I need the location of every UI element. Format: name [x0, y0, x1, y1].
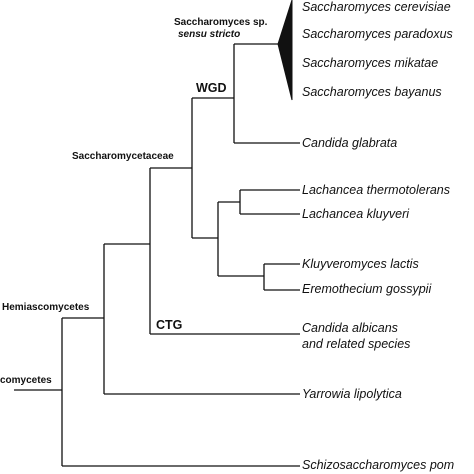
clade-triangle-sensu-stricto — [277, 0, 293, 101]
clade-label-ascomycetes: comycetes — [0, 375, 52, 386]
taxon-l-thermotolerans: Lachancea thermotolerans — [302, 183, 451, 197]
taxon-s-pombe: Schizosaccharomyces pom — [302, 458, 455, 472]
taxon-c-albicans: Candida albicans — [302, 321, 398, 335]
clade-label-ctg: CTG — [156, 318, 183, 332]
taxon-l-kluyveri: Lachancea kluyveri — [302, 207, 410, 221]
taxon-k-lactis: Kluyveromyces lactis — [302, 257, 419, 271]
clade-label-wgd: WGD — [196, 81, 227, 95]
taxon-s-bayanus: Saccharomyces bayanus — [302, 85, 442, 99]
taxon-c-glabrata: Candida glabrata — [302, 136, 398, 150]
taxon-s-paradoxus: Saccharomyces paradoxus — [302, 27, 453, 41]
taxon-e-gossypii: Eremothecium gossypii — [302, 282, 432, 296]
taxon-s-cerevisiae: Saccharomyces cerevisiae — [302, 0, 451, 14]
taxon-y-lipolytica: Yarrowia lipolytica — [302, 387, 402, 401]
clade-label-sensu-stricto-italic: sensu stricto — [178, 29, 241, 40]
clade-label-saccharomycetaceae: Saccharomycetaceae — [72, 151, 174, 162]
clade-label-sensu-stricto: Saccharomyces sp. — [174, 17, 268, 28]
taxon-s-mikatae: Saccharomyces mikatae — [302, 56, 439, 70]
taxon-c-albicans-related: and related species — [302, 337, 411, 351]
clade-label-hemiascomycetes: Hemiascomycetes — [2, 302, 90, 313]
